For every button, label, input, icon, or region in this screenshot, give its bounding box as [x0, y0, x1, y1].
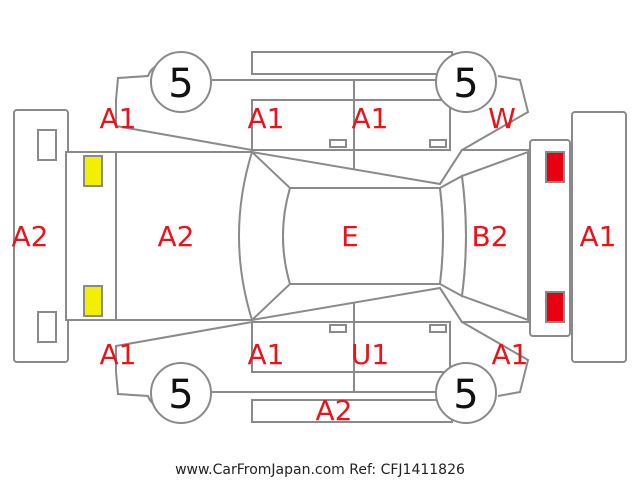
- tail-lamp-bottom: [545, 291, 565, 323]
- code-rear-bumper: A1: [580, 220, 617, 253]
- lower-body-side-outline: [115, 287, 530, 407]
- front-bumper-slot-top: [37, 129, 57, 161]
- front-bumper-slot-bottom: [37, 311, 57, 343]
- wheel-front-lower-number: 5: [168, 372, 193, 418]
- upper-body-side-outline: [115, 65, 530, 185]
- back-door: [460, 150, 529, 322]
- fog-lamp-top: [83, 155, 103, 187]
- code-front-fender-lower: A1: [100, 338, 137, 371]
- code-back-door: B2: [471, 220, 508, 253]
- code-front-fender-upper: A1: [100, 102, 137, 135]
- rear-window: [438, 174, 467, 298]
- wheel-rear-upper-number: 5: [453, 61, 478, 107]
- roof: [282, 187, 444, 285]
- wheel-front-upper-number: 5: [168, 61, 193, 107]
- code-side-sill-lower: A2: [316, 394, 353, 427]
- code-front-bumper: A2: [12, 220, 49, 253]
- upper-side-sill: [251, 51, 453, 75]
- tail-lamp-top: [545, 151, 565, 183]
- lower-front-door-handle: [329, 324, 347, 333]
- wheel-rear-upper: [435, 51, 497, 113]
- wheel-front-lower: [150, 362, 212, 424]
- fog-lamp-bottom: [83, 285, 103, 317]
- code-rear-door-lower: U1: [351, 338, 389, 371]
- code-rear-quarter-lower: A1: [492, 338, 529, 371]
- wheel-rear-lower-number: 5: [453, 372, 478, 418]
- code-rear-quarter-upper: W: [488, 102, 516, 135]
- code-front-door-upper: A1: [248, 102, 285, 135]
- code-hood: A2: [158, 220, 195, 253]
- code-roof: E: [341, 220, 359, 253]
- wheel-front-upper: [150, 51, 212, 113]
- upper-rear-door-handle: [429, 139, 447, 148]
- wheel-rear-lower: [435, 362, 497, 424]
- upper-front-door-handle: [329, 139, 347, 148]
- tail-lamp-housing: [529, 139, 571, 337]
- lower-rear-door-handle: [429, 324, 447, 333]
- reference-caption: www.CarFromJapan.com Ref: CFJ1411826: [175, 462, 465, 478]
- rear-bumper-outline: [571, 111, 627, 363]
- code-rear-door-upper: A1: [352, 102, 389, 135]
- code-front-door-lower: A1: [248, 338, 285, 371]
